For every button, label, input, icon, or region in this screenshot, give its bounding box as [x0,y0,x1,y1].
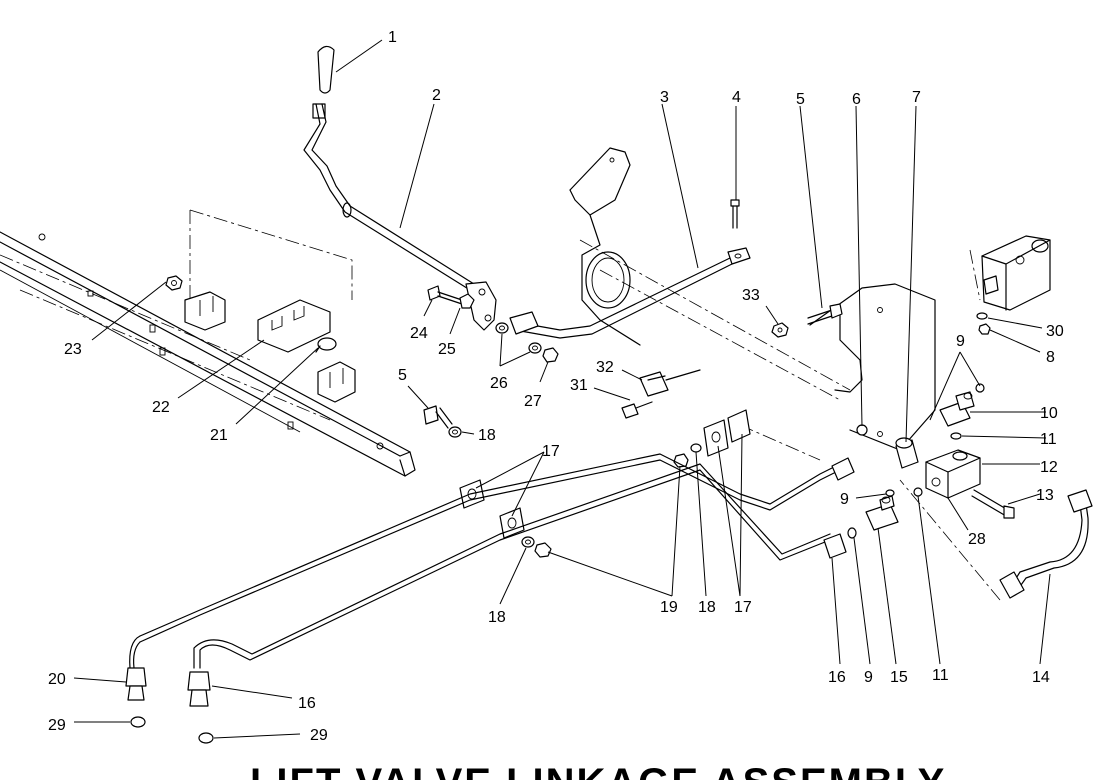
lever-arm-2 [303,103,497,331]
callout-14: 14 [1032,669,1050,686]
callout-29-right: 29 [310,727,328,744]
fitting-16-upper [823,457,855,559]
tube-14 [999,489,1093,599]
washer-18-upper [448,426,462,438]
rail-bracket-lower [317,361,356,403]
callout-18-lower: 18 [488,609,506,626]
callout-33: 33 [742,287,760,304]
rivet-21 [315,337,337,353]
rail-bracket-upper [184,291,226,331]
oring-11-lower [913,487,923,497]
callout-20: 20 [48,671,66,688]
oring-9-lower [847,527,857,539]
washer-18-right [690,443,702,453]
callout-6: 6 [852,91,861,108]
callout-13: 13 [1036,487,1054,504]
callout-29-left: 29 [48,717,66,734]
washer-6 [856,424,868,436]
spacer-7 [895,437,919,469]
callout-10: 10 [1040,405,1058,422]
washer-26 [495,322,542,354]
nut-33 [771,322,789,338]
switch-32 [639,369,701,397]
callout-15: 15 [890,669,908,686]
callout-2: 2 [432,87,441,104]
callout-5-lower: 5 [398,367,407,384]
callout-8: 8 [1046,349,1055,366]
callout-21: 21 [210,427,228,444]
nut-27 [542,347,559,363]
callout-4: 4 [732,89,741,106]
nut-19-a [534,542,552,558]
mount-plate [569,147,641,346]
callout-24: 24 [410,325,428,342]
clamp-17-b [499,507,525,539]
callout-16-lower: 16 [298,695,316,712]
callout-17-left: 17 [542,443,560,460]
callout-7: 7 [912,89,921,106]
screw-31 [621,401,653,419]
fitting-10 [939,391,975,427]
valve-block-12 [925,449,981,499]
frame-rail [0,231,416,477]
callout-11-lower: 11 [932,667,949,684]
oring-11-upper [950,432,962,440]
callout-3: 3 [660,89,669,106]
callout-11-upper: 11 [1040,431,1057,448]
callout-27: 27 [524,393,542,410]
phantom-lines [0,209,1001,601]
callout-1: 1 [388,29,397,46]
callout-9-mid: 9 [840,491,849,508]
callout-30: 30 [1046,323,1064,340]
fitting-15 [865,495,899,531]
callout-16-upper: 16 [828,669,846,686]
bolt-5-upper [807,303,843,325]
fitting-16-lower [187,671,211,707]
washer-18-lower [521,536,535,548]
fitting-20 [125,667,147,701]
plate-22 [257,299,331,353]
bolt-24 [427,285,463,305]
clamp-17-d [727,409,751,443]
callout-5-upper: 5 [796,91,805,108]
callout-26: 26 [490,375,508,392]
nut-23 [165,275,183,291]
callout-labels: 1 2 3 4 5 6 7 9 30 8 10 11 12 13 28 9 33… [48,29,1064,744]
callout-12: 12 [1040,459,1058,476]
callout-17-right: 17 [734,599,752,616]
oring-9-upper [975,383,985,393]
callout-22: 22 [152,399,170,416]
nut-8 [978,323,991,335]
lever-knob-1 [317,45,335,94]
hydraulic-line-b [193,463,831,669]
nut-25 [459,293,475,309]
hydraulic-line-a [129,453,841,669]
callout-9-upper: 9 [956,333,965,350]
washer-30 [976,312,988,320]
oring-29-b [198,732,214,744]
bolt-4 [730,199,740,229]
callout-28: 28 [968,531,986,548]
bolt-13 [971,489,1015,519]
oring-9-mid [885,489,895,497]
callout-32: 32 [596,359,614,376]
linkage-rod-3 [509,247,751,339]
lift-valve [981,235,1051,311]
nut-19-b [673,453,689,468]
callout-31: 31 [570,377,588,394]
diagram-title: LIFT VALVE LINKAGE ASSEMBLY [250,761,946,780]
bolt-5-lower [423,405,453,429]
oring-29-a [130,716,146,728]
leader-lines [73,39,1051,739]
callout-18-right: 18 [698,599,716,616]
valve-bracket [809,283,936,451]
callout-23: 23 [64,341,82,358]
clamp-17-c [703,419,729,457]
callout-19: 19 [660,599,678,616]
callout-18-upper: 18 [478,427,496,444]
callout-9-lower: 9 [864,669,873,686]
callout-25: 25 [438,341,456,358]
